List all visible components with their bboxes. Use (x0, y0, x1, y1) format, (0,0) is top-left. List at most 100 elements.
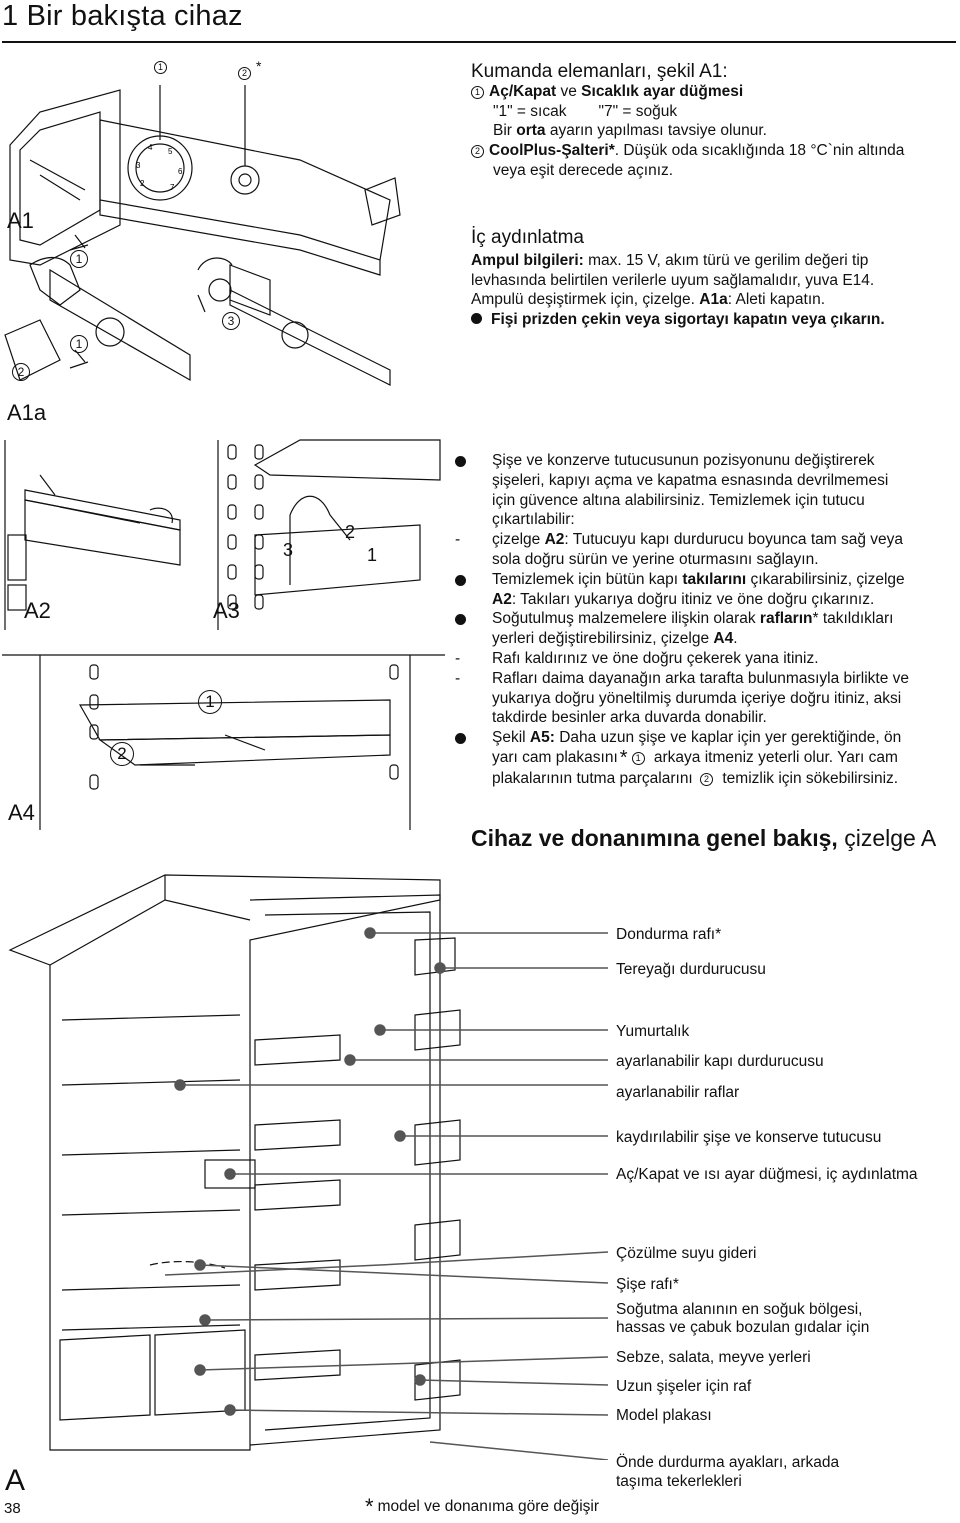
b4-l2b: arkaya itmeniz yeterli olur. Yarı cam (649, 748, 898, 766)
callout-coldest-zone-2: hassas ve çabuk bozulan gıdalar için (616, 1319, 870, 1336)
lighting-info-bold: Ampul bilgileri: (471, 251, 584, 269)
b2-c: çıkarabilirsiniz, çizelge (746, 570, 905, 588)
bullet-dot (471, 313, 482, 325)
figure-a1a-callout-1b: 1 (70, 335, 93, 354)
overview-title-bold: Cihaz ve donanımına genel bakış, (471, 825, 838, 851)
figure-a1a-callout-3: 3 (222, 312, 245, 331)
controls-item-1-scale: "1" = sıcak"7" = soğuk (471, 102, 956, 122)
b4-l1: Şekil A5: Daha uzun şişe ve kaplar için … (492, 728, 955, 748)
d3-l3: takdirde besinler arka duvarda donabilir… (492, 709, 767, 727)
a4-callout-2: 2 (110, 742, 139, 766)
callout-controls-light: Aç/Kapat ve ısı ayar düğmesi, iç aydınla… (616, 1166, 918, 1183)
figure-label-a2: A2 (24, 598, 51, 623)
instructions-section: Şişe ve konzerve tutucusunun pozisyonunu… (455, 451, 955, 789)
figure-a1a-callout-2: 2 (12, 363, 35, 382)
b4-star: * (619, 746, 628, 769)
dash-marker: - (455, 649, 461, 667)
b2-l2a: A2 (492, 590, 512, 608)
b3-l2b: A4 (713, 630, 734, 648)
a3-callout-2: 2 (345, 522, 356, 542)
page-title: 1 Bir bakışta cihaz (2, 0, 243, 32)
figure-label-a1a: A1a (7, 400, 47, 425)
b3-l1: Soğutulmuş malzemelere ilişkin olarak ra… (492, 609, 955, 629)
callout-bottle-shelf: Şişe rafı* (616, 1276, 679, 1293)
lighting-title: İç aydınlatma (471, 227, 584, 248)
b4-a: Şekil (492, 729, 530, 747)
d1-l1: çizelge A2: Tutucuyu kapı durdurucu boyu… (492, 530, 955, 550)
b1-l2: şişeleri, kapıyı açma ve kapatma esnasın… (492, 471, 889, 489)
b3-l2c: . (733, 630, 738, 648)
callout-butter: Tereyağı durdurucusu (616, 961, 766, 978)
item-1-bold2: Sıcaklık ayar düğmesi (581, 82, 744, 100)
instr-bullet-4: Şekil A5: Daha uzun şişe ve kaplar için … (455, 728, 955, 788)
controls-item-1: 1 Aç/Kapat ve Sıcaklık ayar düğmesi (471, 82, 956, 102)
tip-b: orta (516, 122, 546, 140)
warning-text: Fişi prizden çekin veya sigortayı kapatı… (491, 311, 885, 329)
callout-drain: Çözülme suyu gideri (616, 1245, 757, 1262)
bullet-dot (455, 456, 466, 467)
a3-callout-1: 1 (367, 545, 378, 565)
callout-freezer-shelf: Dondurma rafı* (616, 926, 722, 943)
callout-egg-tray: Yumurtalık (616, 1023, 690, 1040)
title-rule (2, 41, 956, 43)
bullet-dot (455, 733, 466, 745)
svg-text:7: 7 (170, 183, 175, 192)
item-1-mid: ve (556, 82, 582, 100)
overview-title: Cihaz ve donanımına genel bakış, çizelge… (471, 825, 936, 852)
svg-text:5: 5 (168, 147, 173, 156)
b3-l2a: yerleri değiştirebilirsiniz, çizelge (492, 630, 714, 648)
b4-b: A5: (529, 729, 555, 747)
b3-l2: yerleri değiştirebilirsiniz, çizelge A4. (492, 629, 955, 649)
instr-dash-1: - çizelge A2: Tutucuyu kapı durdurucu bo… (455, 530, 955, 570)
lighting-line2: levhasında belirtilen verilerle uyum sağ… (471, 271, 875, 289)
d2: Rafı kaldırınız ve öne doğru çekerek yan… (492, 649, 819, 667)
bullet-dot (455, 614, 466, 626)
l3a: Ampulü deşiştirmek için, çizelge. (471, 291, 700, 309)
svg-text:2: 2 (140, 179, 145, 188)
callout-door-rack: ayarlanabilir kapı durdurucusu (616, 1053, 824, 1070)
callout-shelves: ayarlanabilir raflar (616, 1084, 740, 1101)
b1-l1: Şişe ve konzerve tutucusunun pozisyonunu… (492, 452, 875, 469)
d1-c: : Tutucuyu kapı durdurucu boyunca tam sa… (564, 531, 904, 549)
figure-a-fridge-illustration (8, 874, 609, 1460)
callout-crisper: Sebze, salata, meyve yerleri (616, 1349, 811, 1366)
footnote-text: model ve donanıma göre değişir (377, 1498, 599, 1515)
figure-label-a: A (5, 1464, 26, 1497)
lighting-info: Ampul bilgileri: max. 15 V, akım türü ve… (471, 251, 956, 271)
d1-a: çizelge (492, 531, 545, 549)
scale-warm: "1" = sıcak (493, 102, 567, 120)
lighting-warning: Fişi prizden çekin veya sigortayı kapatı… (471, 310, 956, 330)
b4-l3: plakalarının tutma parçalarını 2 temizli… (492, 769, 955, 789)
item-2-marker: 2 (471, 145, 484, 159)
callout-feet-2: taşıma tekerlekleri (616, 1473, 742, 1490)
b1-l4: çıkartılabilir: (492, 511, 575, 529)
figure-a1a-callout-1a: 1 (70, 250, 93, 269)
svg-text:6: 6 (178, 167, 183, 176)
figure-label-a4: A4 (8, 800, 35, 825)
b4-marker-2: 2 (700, 772, 714, 786)
callout-model-plate: Model plakası (616, 1407, 712, 1424)
item-1-marker: 1 (471, 85, 484, 99)
instr-bullet-2: Temizlemek için bütün kapı takılarını çı… (455, 570, 955, 610)
b4-marker-1: 1 (631, 751, 645, 765)
tip-c: ayarın yapılması tavsiye olunur. (545, 122, 767, 140)
footnote-star: * (365, 1494, 374, 1519)
b3-a: Soğutulmuş malzemelere ilişkin olarak (492, 610, 760, 628)
b4-l2: yarı cam plakasını*1 arkaya itmeniz yete… (492, 748, 955, 769)
tip-a: Bir (493, 122, 517, 140)
dash-marker: - (455, 669, 461, 687)
lighting-info-rest: max. 15 V, akım türü ve gerilim değeri t… (583, 251, 869, 269)
dash-marker: - (455, 531, 461, 549)
figure-a1-illustration: 4 5 3 6 2 7 (4, 85, 401, 386)
b1-l3: için güvence altına alabilirsiniz. Temiz… (492, 491, 865, 509)
footnote: *model ve donanıma göre değişir (365, 1494, 599, 1520)
figure-a1-callout-1: 1 (154, 58, 172, 76)
b2-l2: A2: Takıları yukarıya doğru itiniz ve ön… (492, 590, 955, 610)
d1-l2: sola doğru sürün ve yerine oturmasını sa… (492, 550, 819, 568)
instr-bullet-3: Soğutulmuş malzemelere ilişkin olarak ra… (455, 609, 955, 649)
item-1-bold: Aç/Kapat (489, 82, 557, 100)
svg-text:3: 3 (136, 161, 141, 170)
b4-c: Daha uzun şişe ve kaplar için yer gerekt… (554, 729, 902, 747)
